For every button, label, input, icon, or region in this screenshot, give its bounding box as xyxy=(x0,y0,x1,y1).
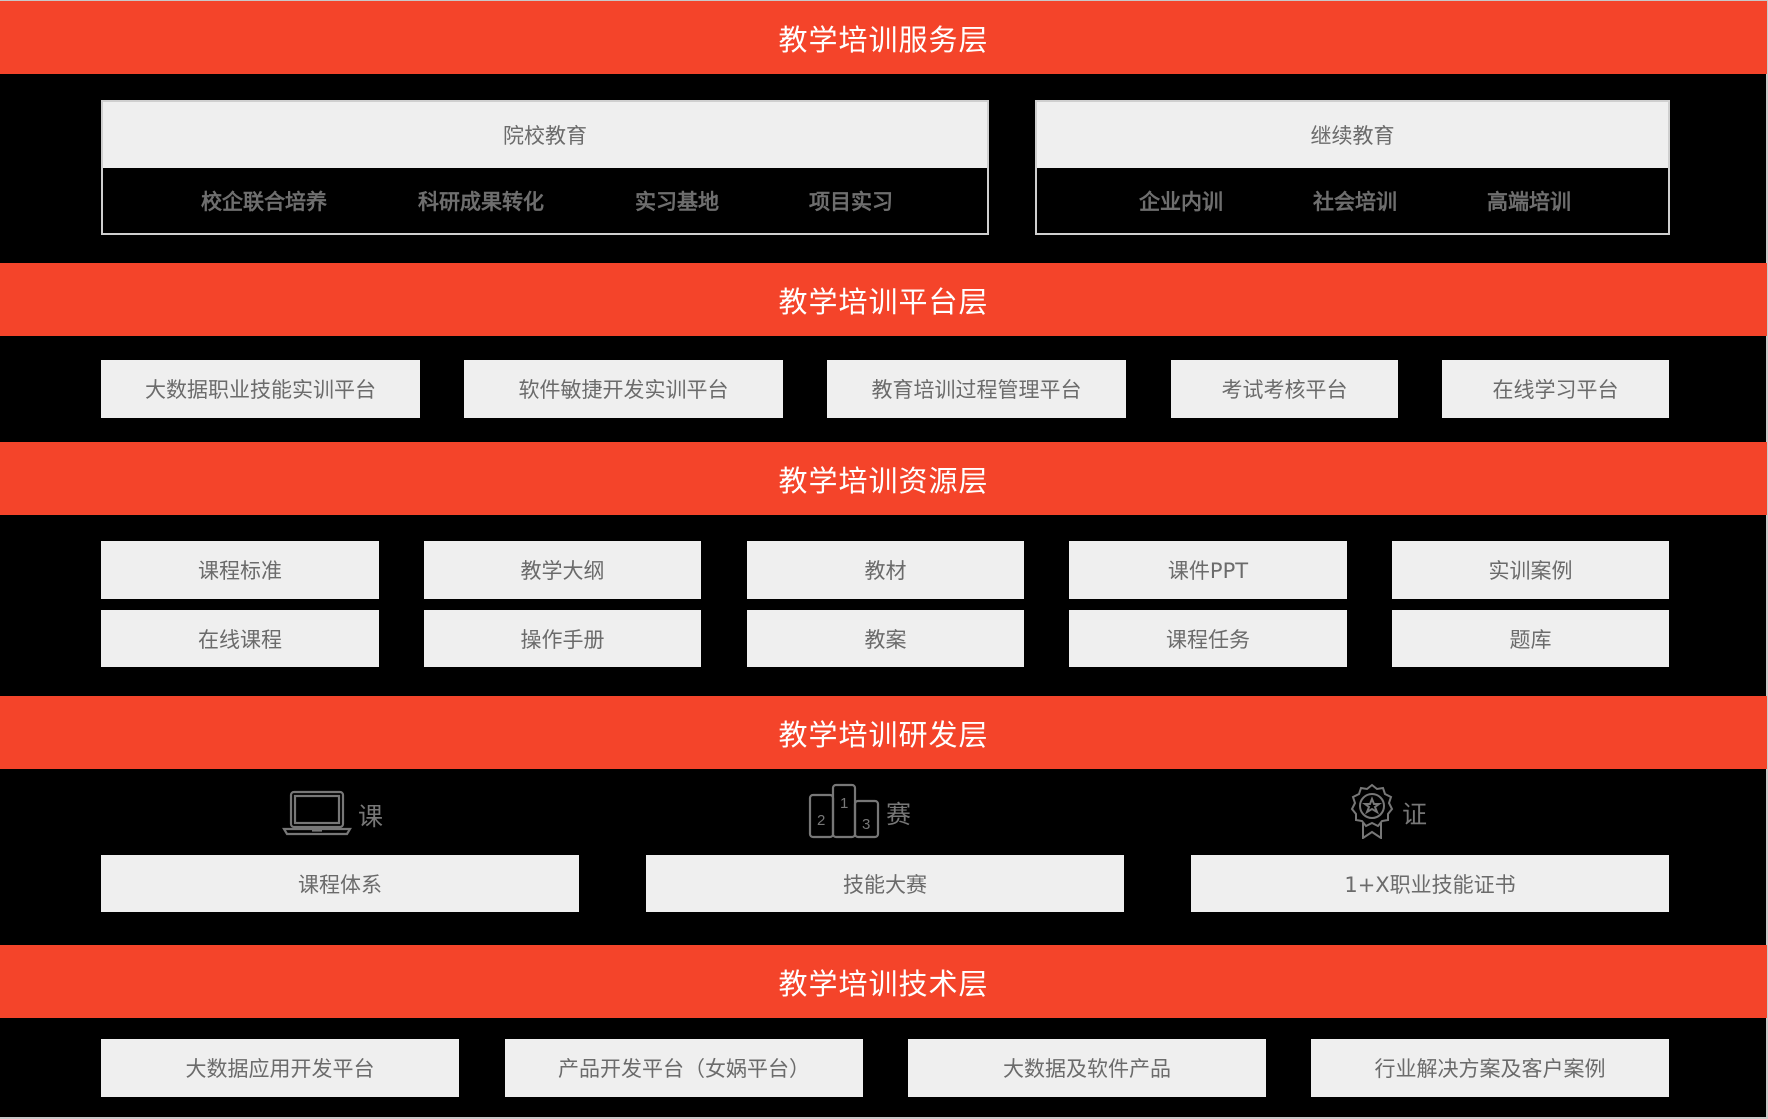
service-item: 实习基地 xyxy=(635,189,719,214)
platform-item: 教育培训过程管理平台 xyxy=(827,360,1126,418)
podium-icon: 2 1 3 xyxy=(808,783,880,843)
platform-item: 大数据职业技能实训平台 xyxy=(101,360,420,418)
tech-item: 大数据应用开发平台 xyxy=(101,1039,459,1097)
svg-text:1: 1 xyxy=(840,795,848,812)
pillar-label: 证 xyxy=(1402,800,1428,829)
resource-item: 操作手册 xyxy=(424,610,701,667)
layer-title-service: 教学培训服务层 xyxy=(0,1,1767,74)
layer-title-platform: 教学培训平台层 xyxy=(0,263,1767,336)
tech-item: 行业解决方案及客户案例 xyxy=(1311,1039,1669,1097)
service-item: 社会培训 xyxy=(1313,189,1397,214)
course-pillar-header: 课 xyxy=(282,790,383,840)
rnd-item-skills-contest: 技能大赛 xyxy=(646,855,1124,912)
resource-item: 在线课程 xyxy=(101,610,379,667)
group-title: 继续教育 xyxy=(1037,102,1668,168)
svg-text:3: 3 xyxy=(862,816,870,833)
resource-item: 课程任务 xyxy=(1069,610,1347,667)
svg-text:2: 2 xyxy=(817,812,825,829)
rnd-item-course-system: 课程体系 xyxy=(101,855,579,912)
layer-title-rnd: 教学培训研发层 xyxy=(0,696,1767,769)
rnd-item-certificate: 1+X职业技能证书 xyxy=(1191,855,1669,912)
layer-title-resource: 教学培训资源层 xyxy=(0,442,1767,515)
resource-item: 课程标准 xyxy=(101,541,379,599)
pillar-label: 课 xyxy=(358,802,384,831)
service-item: 高端培训 xyxy=(1487,189,1571,214)
platform-item: 在线学习平台 xyxy=(1442,360,1669,418)
resource-item: 教材 xyxy=(747,541,1024,599)
platform-item: 考试考核平台 xyxy=(1171,360,1398,418)
laptop-icon xyxy=(282,789,352,841)
pillar-label: 赛 xyxy=(886,800,912,829)
platform-item: 软件敏捷开发实训平台 xyxy=(464,360,783,418)
service-item: 项目实习 xyxy=(809,189,893,214)
group-college-education: 院校教育 校企联合培养 科研成果转化 实习基地 项目实习 xyxy=(101,100,989,235)
group-title: 院校教育 xyxy=(103,102,987,168)
certificate-pillar-header: 证 xyxy=(1348,783,1428,843)
contest-pillar-header: 2 1 3 赛 xyxy=(808,783,912,843)
service-item: 企业内训 xyxy=(1139,189,1223,214)
layer-title-tech: 教学培训技术层 xyxy=(0,945,1767,1018)
award-badge-icon xyxy=(1348,783,1396,843)
tech-item: 大数据及软件产品 xyxy=(908,1039,1266,1097)
resource-item: 教案 xyxy=(747,610,1024,667)
resource-item: 题库 xyxy=(1392,610,1669,667)
resource-item: 教学大纲 xyxy=(424,541,701,599)
service-item: 校企联合培养 xyxy=(201,189,327,214)
tech-item: 产品开发平台（女娲平台） xyxy=(505,1039,863,1097)
resource-item: 课件PPT xyxy=(1069,541,1347,599)
group-continuing-education: 继续教育 企业内训 社会培训 高端培训 xyxy=(1035,100,1670,235)
service-item: 科研成果转化 xyxy=(418,189,544,214)
resource-item: 实训案例 xyxy=(1392,541,1669,599)
